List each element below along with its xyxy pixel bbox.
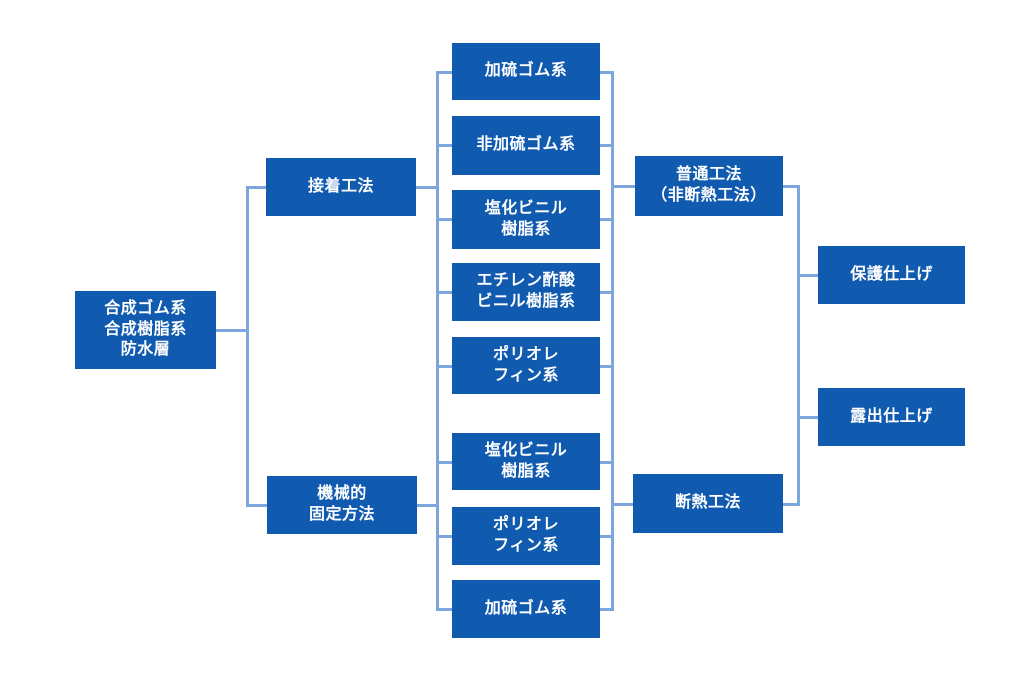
connector-line (436, 290, 452, 294)
connector-line (600, 607, 614, 611)
connector-line (416, 185, 439, 189)
node-non-vulcanized-rubber: 非加硫ゴム系 (452, 116, 600, 175)
node-normal-method: 普通工法 （非断熱工法） (635, 156, 783, 216)
connector-line (783, 502, 800, 506)
connector-line (611, 502, 633, 506)
connector-line (611, 184, 635, 188)
node-pvc-resin-2: 塩化ビニル 樹脂系 (452, 433, 600, 490)
connector-line (436, 217, 452, 221)
connector-line (600, 217, 614, 221)
connector-line (436, 70, 439, 611)
node-adhesion-method: 接着工法 (266, 158, 416, 216)
connector-line (436, 143, 452, 147)
connector-line (783, 184, 800, 188)
connector-line (436, 70, 452, 74)
node-pvc-resin-1: 塩化ビニル 樹脂系 (452, 190, 600, 249)
connector-line (600, 534, 614, 538)
node-polyolefin-1: ポリオレ フィン系 (452, 337, 600, 394)
connector-line (436, 460, 452, 464)
connector-line (417, 503, 439, 507)
connector-line (216, 328, 249, 332)
connector-line (246, 185, 266, 189)
connector-line (246, 503, 267, 507)
connector-line (246, 185, 249, 507)
connector-line (797, 273, 818, 277)
node-eva-resin: エチレン酢酸 ビニル樹脂系 (452, 263, 600, 321)
node-protected-finish: 保護仕上げ (818, 246, 965, 304)
connector-line (600, 364, 614, 368)
node-vulcanized-rubber-1: 加硫ゴム系 (452, 43, 600, 100)
connector-line (600, 143, 614, 147)
connector-line (436, 534, 452, 538)
node-exposed-finish: 露出仕上げ (818, 388, 965, 446)
connector-line (436, 607, 452, 611)
connector-line (600, 460, 614, 464)
connector-line (436, 364, 452, 368)
connector-line (600, 290, 614, 294)
node-vulcanized-rubber-2: 加硫ゴム系 (452, 580, 600, 638)
connector-line (797, 415, 818, 419)
connector-line (600, 70, 614, 74)
node-root-waterproof-layer: 合成ゴム系 合成樹脂系 防水層 (75, 291, 216, 369)
node-mechanical-fixing-method: 機械的 固定方法 (267, 476, 417, 534)
node-polyolefin-2: ポリオレ フィン系 (452, 507, 600, 565)
node-insulated-method: 断熱工法 (633, 474, 783, 533)
connector-line (611, 70, 614, 611)
connector-line (797, 184, 800, 506)
